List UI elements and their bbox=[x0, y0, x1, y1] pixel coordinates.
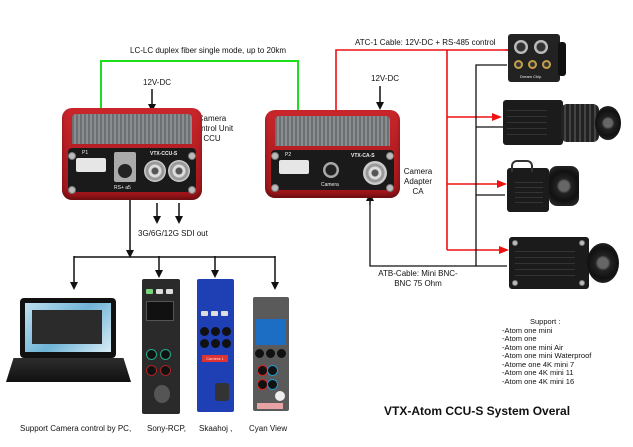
pc-laptop bbox=[6, 298, 131, 386]
caption-pc: Support Camera control by PC, bbox=[20, 424, 132, 433]
sony-rcp-panel bbox=[142, 279, 180, 414]
ccu-rs-connector bbox=[114, 152, 136, 182]
ca-label-line2: Adapter bbox=[403, 177, 433, 186]
skaahoj-panel: Camera 1 bbox=[197, 279, 234, 412]
support-item: -Atome one 4K mini 7 bbox=[502, 359, 575, 369]
ca-housing: P2 Camera VTX-CA-S bbox=[265, 110, 400, 198]
ccu-sdi-port-2 bbox=[168, 160, 190, 182]
ca-device: P2 Camera VTX-CA-S bbox=[265, 110, 400, 198]
diagram-title: VTX-Atom CCU-S System Overal bbox=[384, 404, 571, 418]
atb-cable-label-line2: BNC 75 Ohm bbox=[394, 279, 442, 288]
ca-power-label: 12V-DC bbox=[371, 74, 400, 83]
ccu-housing: P1 RS+ a5 VTX-CCU-S bbox=[62, 108, 202, 200]
caption-cyan-view: Cyan View bbox=[249, 424, 288, 433]
ccu-sdi-port-1 bbox=[144, 160, 166, 182]
cyan-view-panel bbox=[253, 297, 289, 411]
fiber-label: LC-LC duplex fiber single mode, up to 20… bbox=[130, 46, 287, 55]
ca-fiber-port bbox=[279, 160, 309, 174]
support-item: -Atom one mini Air bbox=[502, 342, 564, 352]
support-item: -Atom one bbox=[502, 334, 537, 343]
ccu-label-line2: Control Unit bbox=[190, 124, 234, 133]
atb-cable-label: ATB-Cable: Mini BNC- BNC 75 Ohm bbox=[378, 269, 458, 289]
ca-camera-port-label: Camera bbox=[321, 182, 339, 188]
caption-sony-rcp: Sony-RCP, bbox=[147, 424, 186, 433]
camera-2-atom-one-lens bbox=[503, 100, 623, 145]
support-list: Support : -Atom one mini -Atom one -Atom… bbox=[502, 317, 592, 386]
camera-3-atom-one-mini-air bbox=[507, 160, 587, 215]
support-item: -Atom one mini Waterproof bbox=[502, 351, 592, 360]
skaahoj-display: Camera 1 bbox=[202, 355, 228, 362]
support-item: -Atom one mini bbox=[502, 325, 553, 335]
ccu-fiber-port bbox=[76, 158, 106, 172]
support-item: -Atom one 4K mini 16 bbox=[502, 376, 575, 386]
camera-1-brand: Dream Chip bbox=[520, 74, 542, 79]
ca-label-line1: Camera bbox=[403, 167, 433, 176]
atb-cable-label-line1: ATB-Cable: Mini BNC- bbox=[378, 269, 458, 278]
ccu-rs-port-label: RS+ a5 bbox=[114, 185, 131, 191]
atc-cable-label: ATC-1 Cable: 12V-DC + RS-485 control bbox=[355, 38, 496, 47]
ccu-power-label: 12V-DC bbox=[143, 78, 172, 87]
ca-fiber-port-label: P2 bbox=[285, 152, 292, 158]
ccu-model-label: VTX-CCU-S bbox=[150, 151, 178, 157]
camera-1-dream-chip-mini: Dream Chip bbox=[508, 34, 568, 84]
ca-label: Camera Adapter CA bbox=[398, 167, 438, 197]
caption-skaahoj: Skaahoj , bbox=[199, 424, 233, 433]
ccu-label: Camera Control Unit CCU bbox=[187, 114, 237, 144]
sdi-out-label: 3G/6G/12G SDI out bbox=[138, 229, 208, 238]
ca-label-line3: CA bbox=[412, 187, 424, 196]
ca-bnc-port bbox=[363, 161, 387, 185]
ccu-fiber-port-label: P1 bbox=[82, 150, 89, 156]
ca-camera-port bbox=[323, 162, 339, 178]
ccu-label-line3: CCU bbox=[203, 134, 221, 143]
support-heading: Support : bbox=[530, 317, 561, 326]
support-item: -Atom one 4K mini 11 bbox=[502, 368, 574, 377]
camera-4-atom-one-4k-mini bbox=[509, 237, 619, 289]
ccu-device: P1 RS+ a5 VTX-CCU-S bbox=[62, 108, 202, 200]
ca-model-label: VTX-CA-S bbox=[351, 153, 375, 159]
ccu-label-line1: Camera bbox=[197, 114, 227, 123]
